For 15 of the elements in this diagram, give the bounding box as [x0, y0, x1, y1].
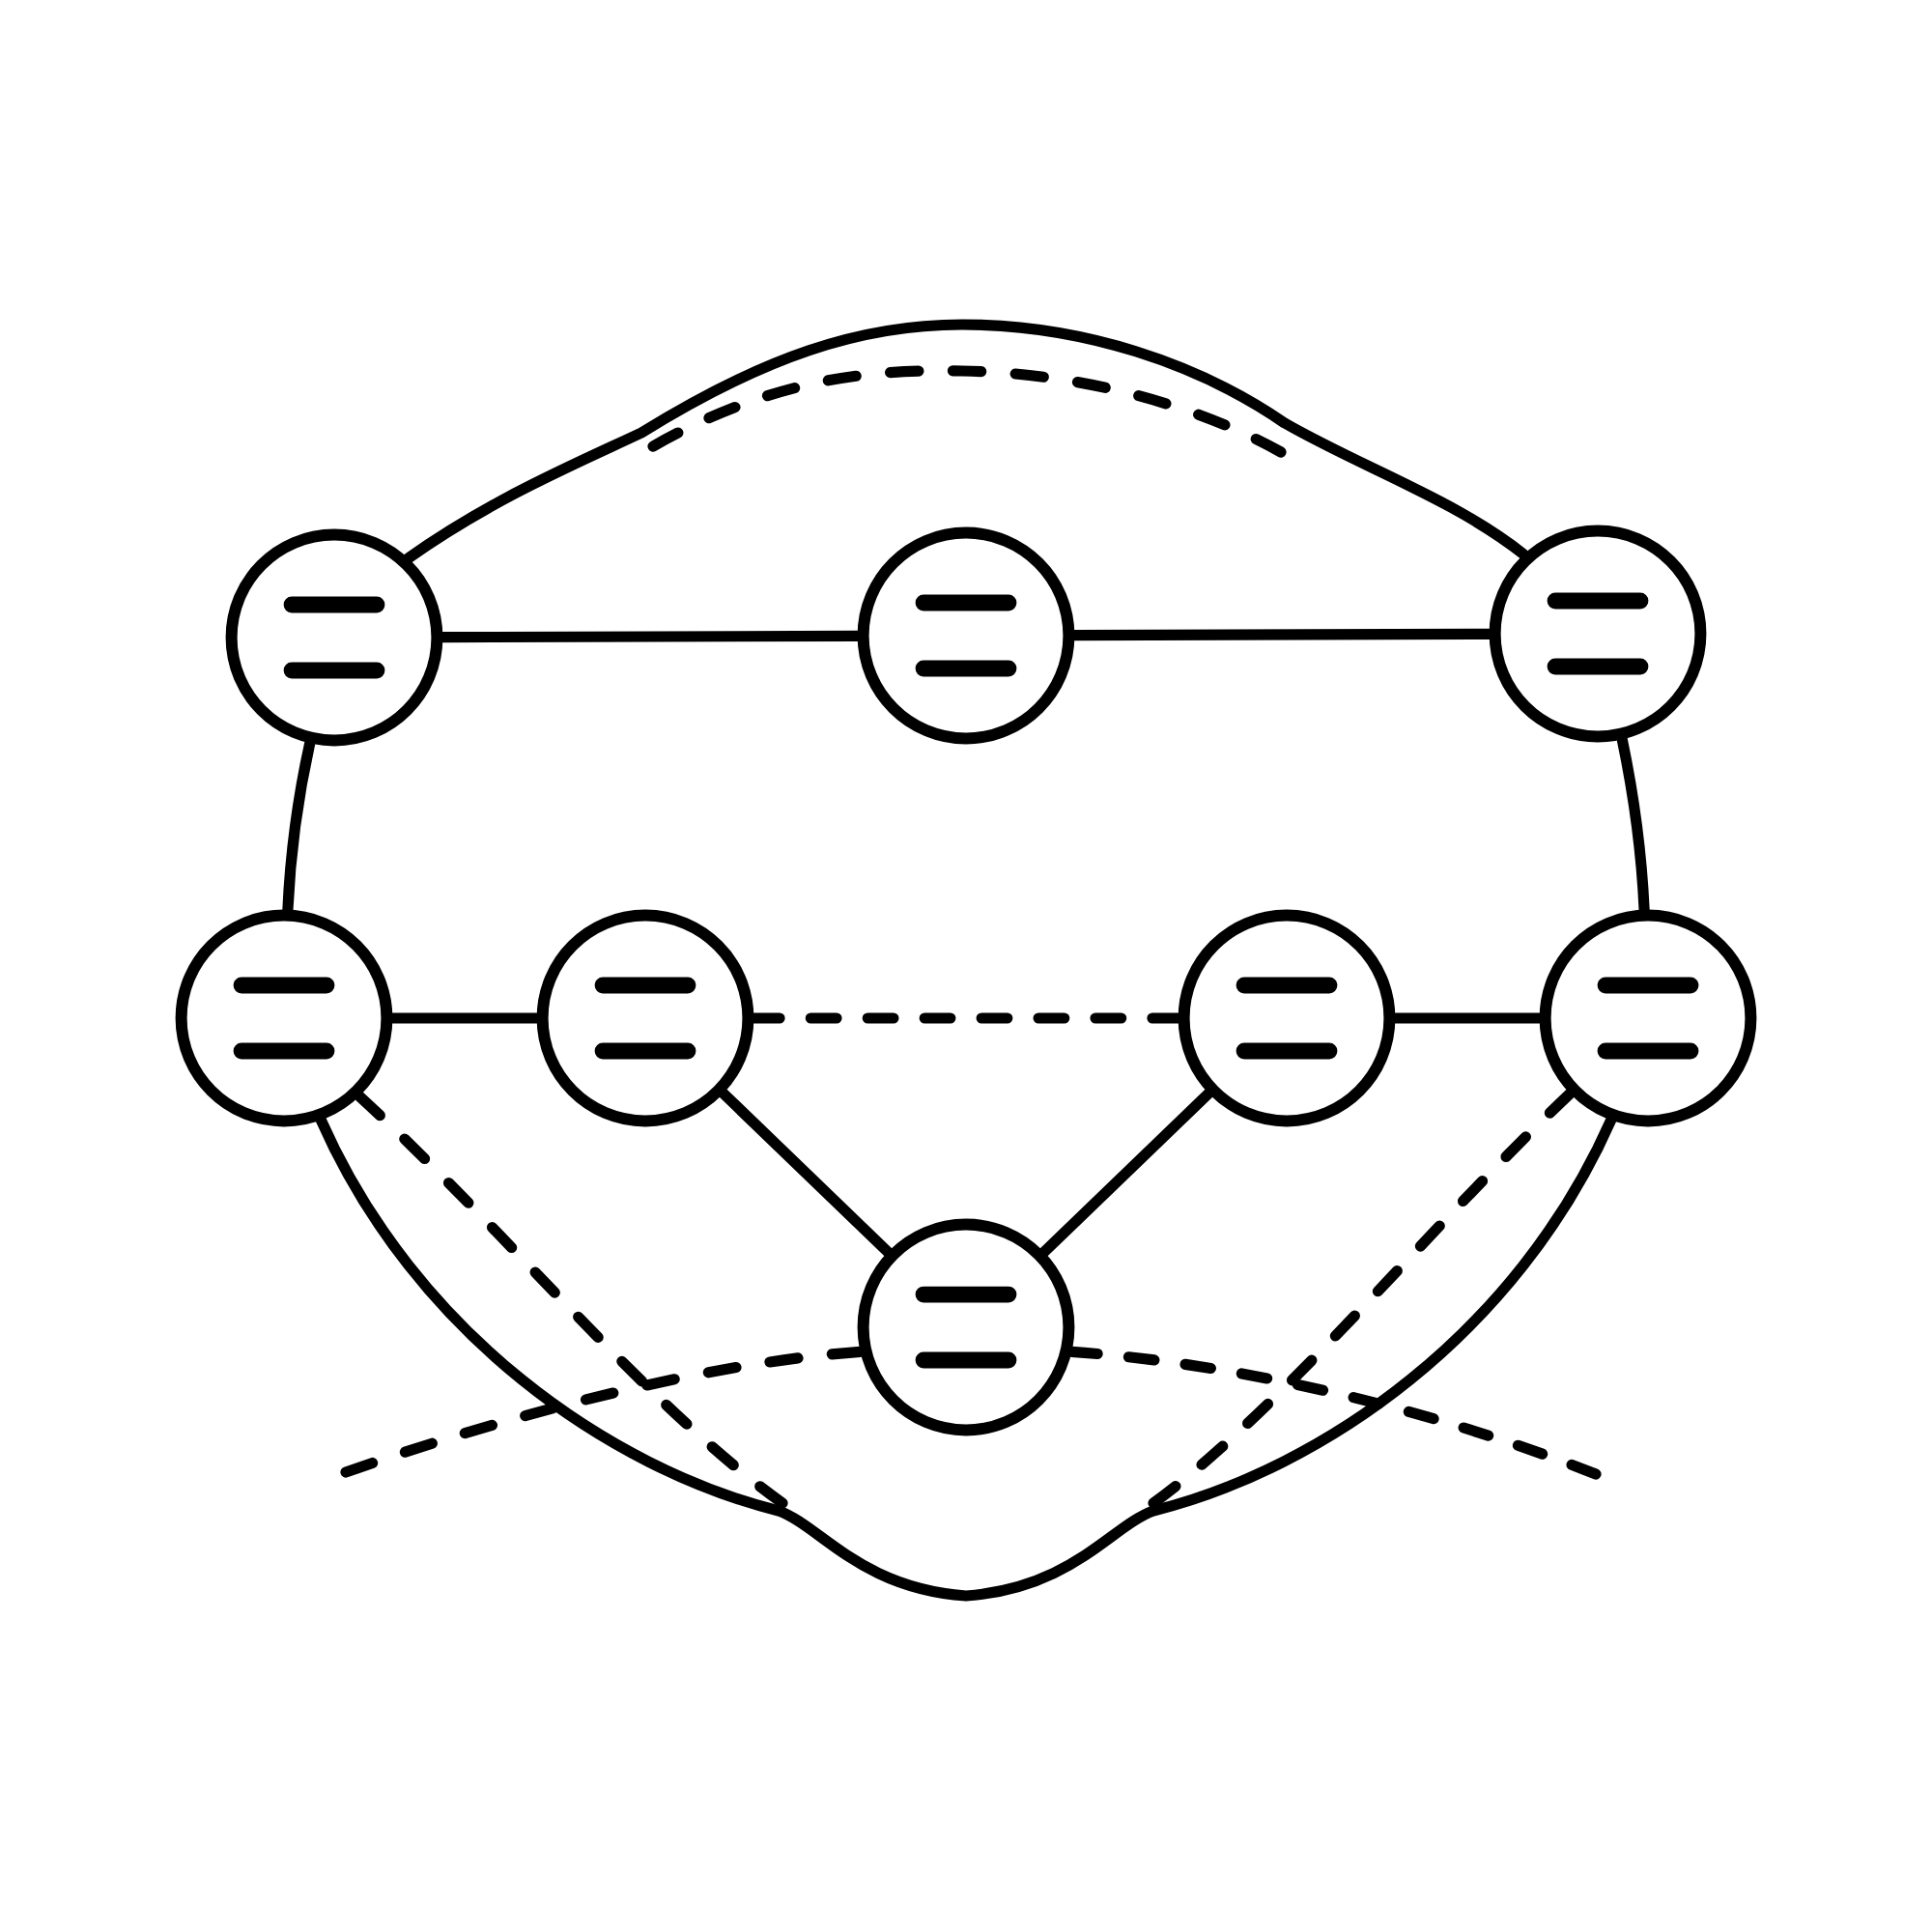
dashed-line — [354, 1091, 788, 1509]
dashed-line — [1148, 1088, 1576, 1509]
dashed-line — [748, 1012, 1184, 1024]
connector-line — [403, 319, 1529, 564]
connector-line — [1068, 628, 1495, 641]
dashed-line — [340, 1346, 867, 1478]
connector-line — [1389, 1012, 1546, 1024]
connector-line — [718, 1088, 894, 1258]
connector-line — [386, 1012, 543, 1024]
connector-line — [437, 630, 864, 643]
connector-line — [282, 737, 316, 916]
connector-line — [1616, 733, 1650, 916]
connector-line — [315, 1115, 1617, 1602]
connector-line — [1038, 1088, 1214, 1258]
dashed-line — [1065, 1346, 1602, 1480]
